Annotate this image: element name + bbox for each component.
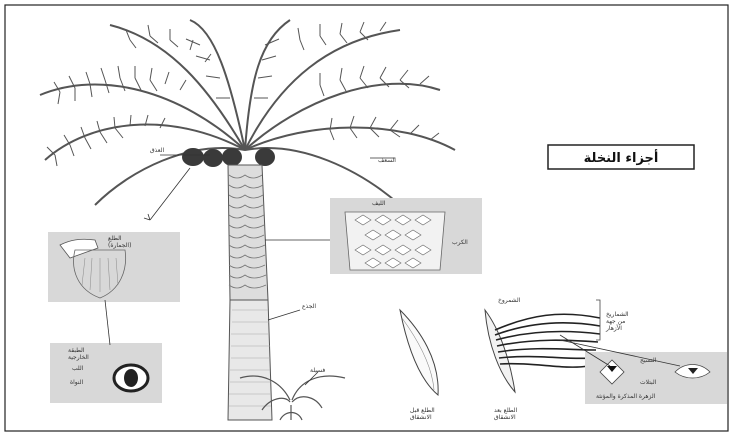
label-seed: النواة bbox=[70, 379, 84, 386]
label-male-female: الزهرة المذكرة والمؤنثة bbox=[596, 393, 656, 400]
label-trunk: الجذع bbox=[302, 303, 316, 310]
label-stalk: الشمروخ bbox=[498, 297, 521, 304]
label-offshoot: فسيلة bbox=[310, 367, 325, 374]
label-petal: البتلات bbox=[640, 379, 657, 386]
inset-fruit-section bbox=[50, 343, 162, 403]
diagram-title: أجزاء النخلة bbox=[584, 149, 659, 166]
label-leaf-tip: السعف bbox=[378, 157, 396, 164]
label-pulp: اللب bbox=[72, 365, 84, 372]
inset-leaf-bases bbox=[330, 198, 482, 274]
label-fiber: الليف bbox=[372, 200, 386, 207]
date-clusters bbox=[182, 148, 275, 167]
label-flower: النسيج bbox=[640, 357, 657, 364]
label-date-cluster: العذق bbox=[150, 147, 165, 154]
label-leaf-base: الكرب bbox=[452, 239, 468, 246]
title-box: أجزاء النخلة bbox=[548, 145, 694, 169]
